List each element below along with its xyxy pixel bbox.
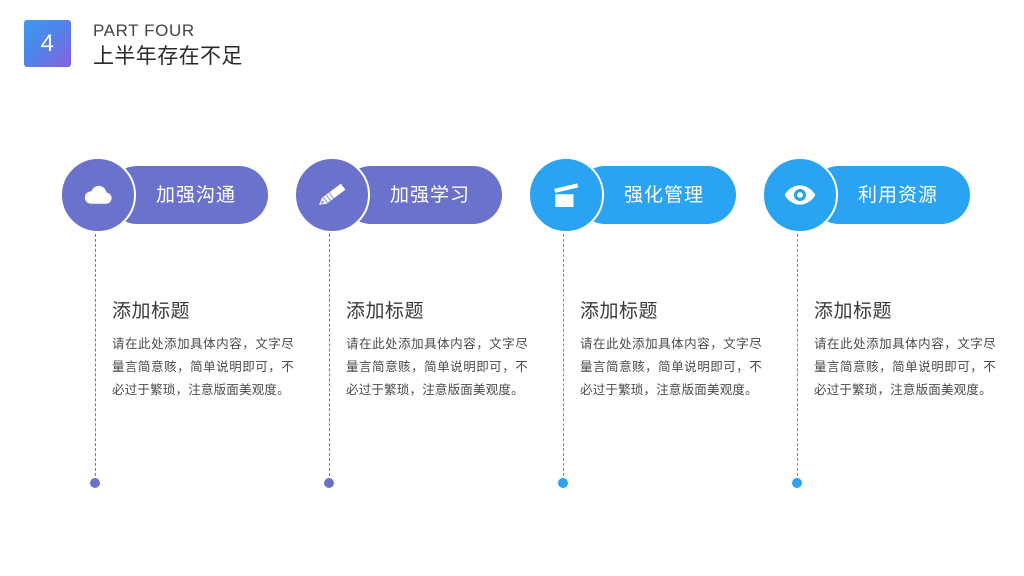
connector-end-dot-1 [90,478,100,488]
text-block-1: 添加标题 请在此处添加具体内容，文字尽量言简意赅，简单说明即可，不必过于繁琐，注… [112,300,294,402]
icon-circle-2[interactable] [294,157,370,233]
text-body-2: 请在此处添加具体内容，文字尽量言简意赅，简单说明即可，不必过于繁琐，注意版面美观… [346,336,528,397]
icon-circle-4[interactable] [762,157,838,233]
pill-label-3: 强化管理 [624,184,705,206]
pill-label-1: 加强沟通 [156,184,237,206]
eye-icon [783,178,817,212]
text-body-4: 请在此处添加具体内容，文字尽量言简意赅，简单说明即可，不必过于繁琐，注意版面美观… [814,336,996,397]
dashed-connector-4 [797,229,798,481]
slide-header: 4 PART FOUR 上半年存在不足 [24,20,243,70]
column-4: 利用资源 添加标题 请在此处添加具体内容，文字尽量言简意赅，简单说明即可，不必过… [762,0,998,576]
pencil-icon [316,179,348,211]
connector-end-dot-3 [558,478,568,488]
text-title-4: 添加标题 [814,301,893,322]
page-title: 上半年存在不足 [93,45,243,69]
icon-circle-3[interactable] [528,157,604,233]
text-body-1: 请在此处添加具体内容，文字尽量言简意赅，简单说明即可，不必过于繁琐，注意版面美观… [112,336,294,397]
cloud-icon [81,178,115,212]
clapperboard-icon [550,179,582,211]
connector-end-dot-2 [324,478,334,488]
text-title-3: 添加标题 [580,301,659,322]
icon-circle-1[interactable] [60,157,136,233]
connector-end-dot-4 [792,478,802,488]
dashed-connector-3 [563,229,564,481]
dashed-connector-2 [329,229,330,481]
text-title-2: 添加标题 [346,301,425,322]
text-block-2: 添加标题 请在此处添加具体内容，文字尽量言简意赅，简单说明即可，不必过于繁琐，注… [346,300,528,402]
column-1: 加强沟通 添加标题 请在此处添加具体内容，文字尽量言简意赅，简单说明即可，不必过… [60,0,296,576]
text-block-3: 添加标题 请在此处添加具体内容，文字尽量言简意赅，简单说明即可，不必过于繁琐，注… [580,300,762,402]
section-eyebrow: PART FOUR [93,21,195,40]
pill-label-4: 利用资源 [858,184,939,206]
pill-label-2: 加强学习 [390,184,471,206]
dashed-connector-1 [95,229,96,481]
text-block-4: 添加标题 请在此处添加具体内容，文字尽量言简意赅，简单说明即可，不必过于繁琐，注… [814,300,996,402]
section-number: 4 [40,29,55,57]
text-title-1: 添加标题 [112,301,191,322]
section-number-badge: 4 [24,20,71,67]
column-2: 加强学习 添加标题 请在此处添加具体内容，文字尽量言简意赅，简单说明 [294,0,530,576]
column-3: 强化管理 添加标题 请在此处添加具体内容，文字尽量言简意赅，简单说明即可，不必过… [528,0,764,576]
header-text-group: PART FOUR 上半年存在不足 [93,20,243,70]
text-body-3: 请在此处添加具体内容，文字尽量言简意赅，简单说明即可，不必过于繁琐，注意版面美观… [580,336,762,397]
